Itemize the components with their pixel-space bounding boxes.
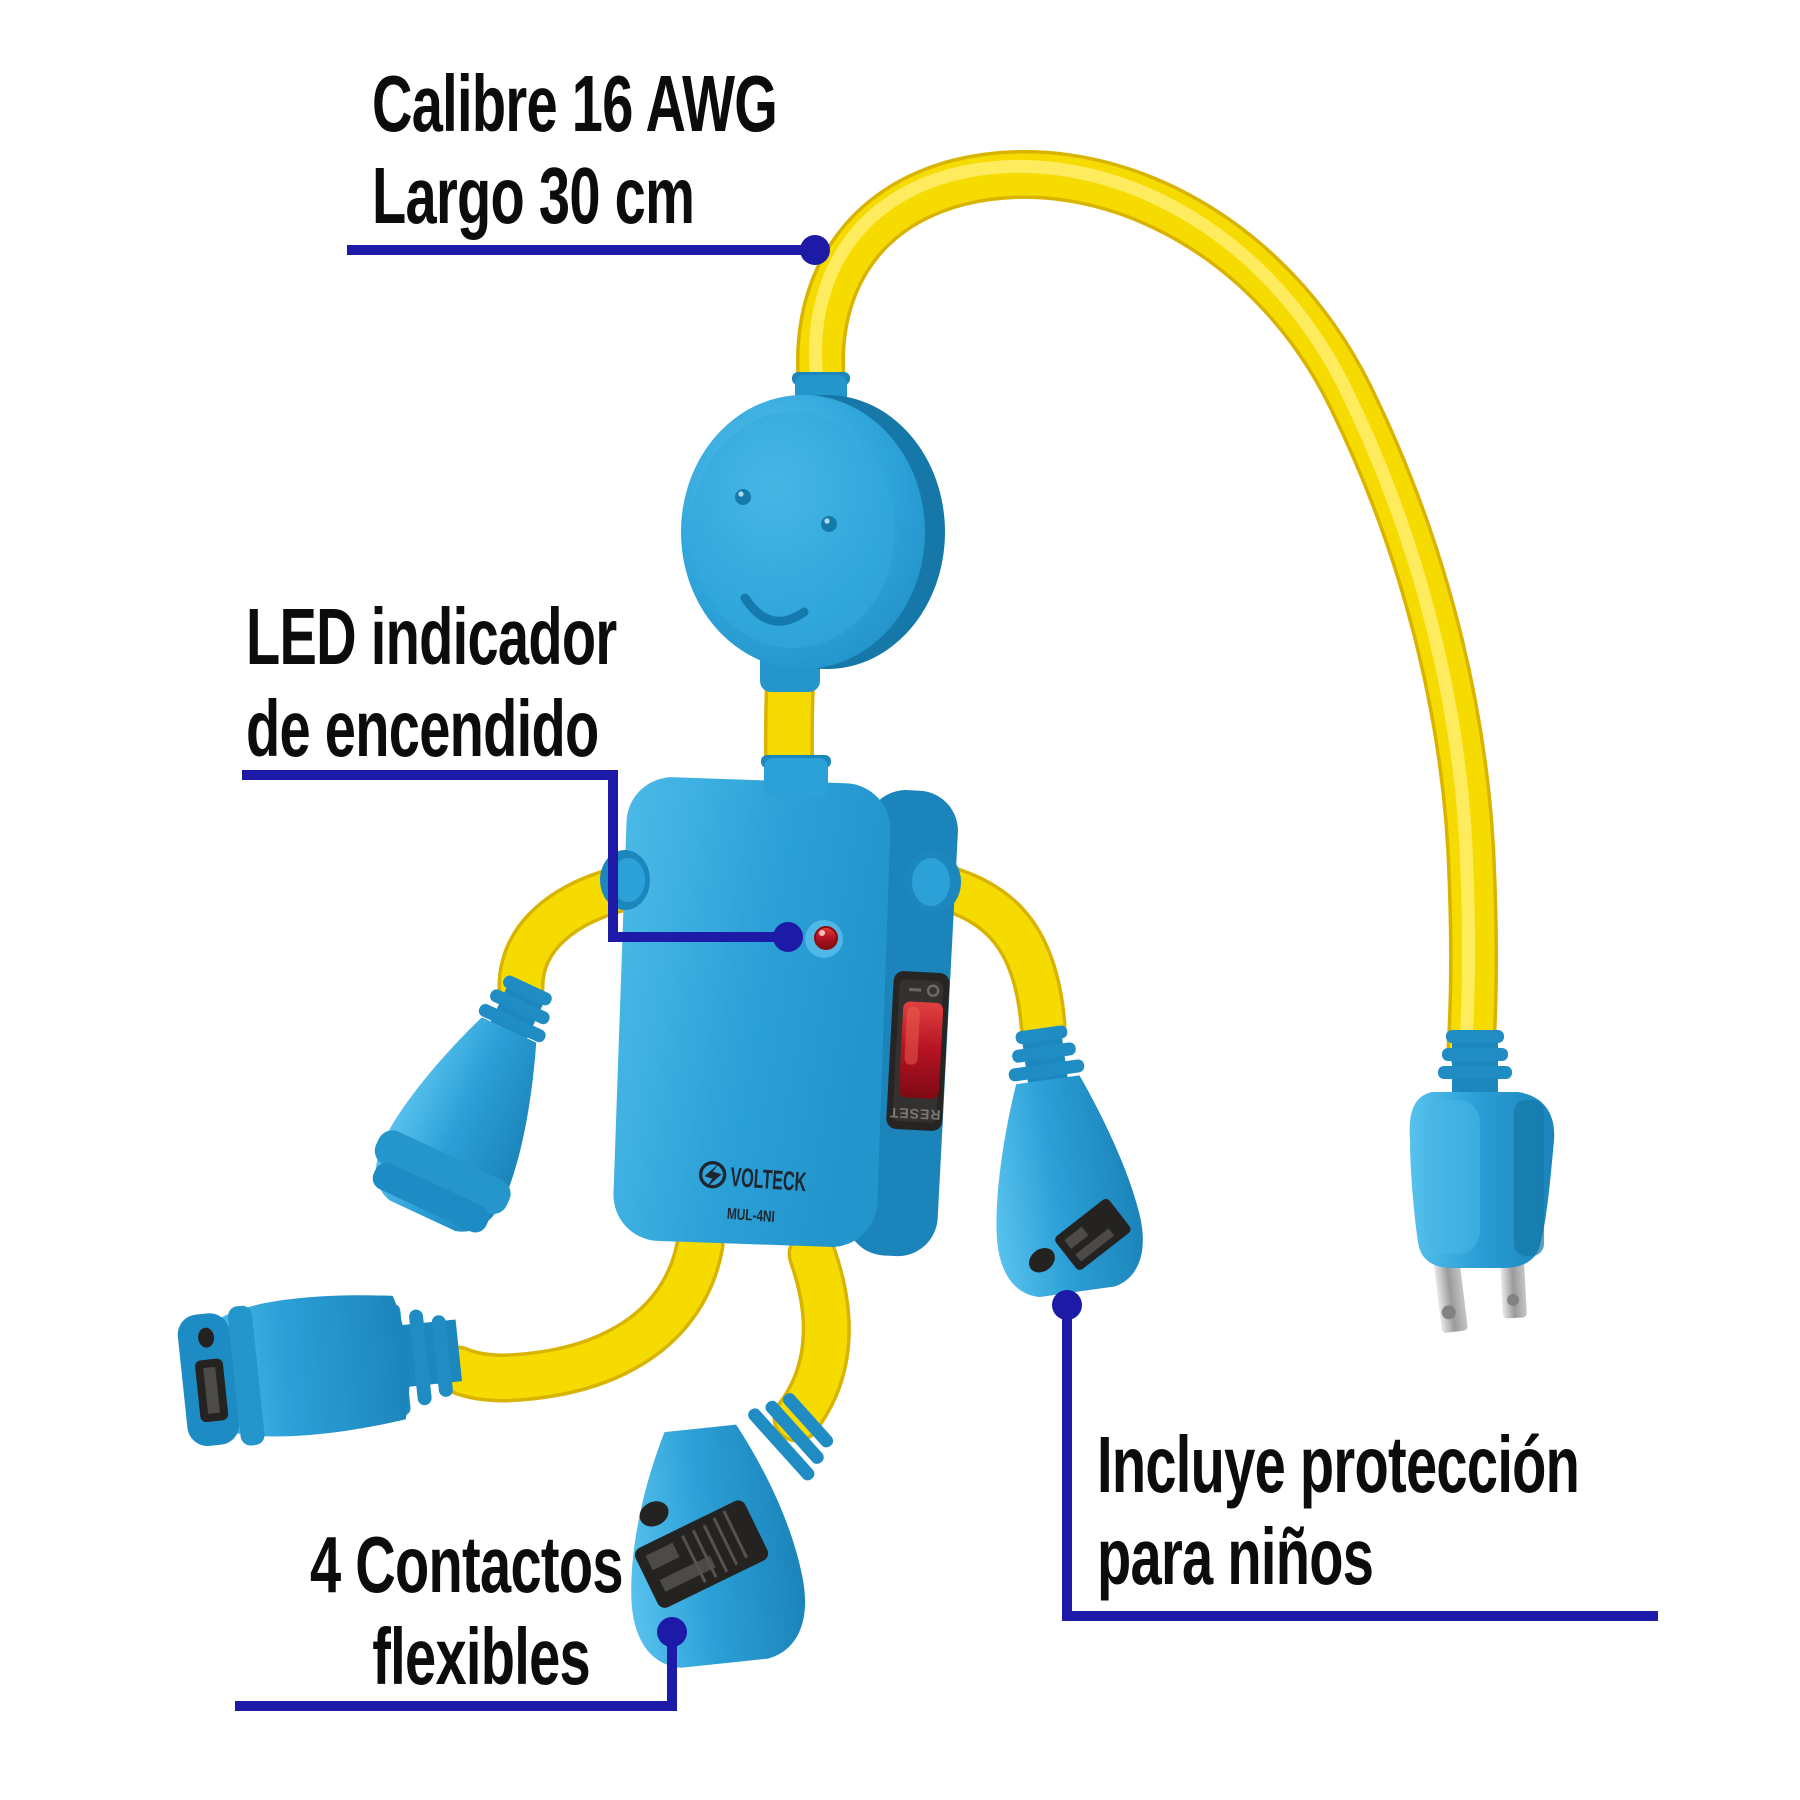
ground-hole <box>198 1327 215 1348</box>
callouts <box>235 235 1658 1711</box>
right-arm-cable <box>914 862 1067 1049</box>
callout-contacts-dot <box>657 1617 687 1647</box>
contacts-line2: flexibles <box>372 1612 591 1701</box>
plug-prong <box>1432 1249 1468 1333</box>
protection-line2: para niños <box>1097 1512 1374 1601</box>
switch-label: RESET <box>888 1105 940 1124</box>
outlet-right-leg <box>631 1393 834 1668</box>
outlet-left-arm <box>372 975 552 1233</box>
callout-gauge-dot <box>800 235 830 265</box>
bolt-icon <box>698 1160 727 1189</box>
smile <box>740 593 809 626</box>
led-line2: de encendido <box>246 684 599 773</box>
reset-switch: RESET <box>886 971 950 1131</box>
left-eye <box>735 489 751 505</box>
callout-protection-dot <box>1052 1290 1082 1320</box>
gauge-line1: Calibre 16 AWG <box>372 59 778 148</box>
model-number: MUL-4NI <box>726 1206 775 1226</box>
brand-logo: VOLTECK MUL-4NI <box>698 1160 808 1226</box>
right-eye <box>821 516 837 532</box>
callout-contacts-line <box>235 1632 677 1711</box>
power-symbol-icon <box>926 984 940 997</box>
power-led <box>814 926 838 950</box>
body-front-face <box>613 777 891 1247</box>
protection-line1: Incluye protección <box>1097 1420 1580 1509</box>
protection-annotation: Incluye protección para niños <box>1097 1419 1580 1603</box>
callout-protection-line <box>1062 1305 1658 1621</box>
callout-led-dot <box>773 922 803 952</box>
socket-slots <box>1055 1198 1131 1270</box>
right-leg-cable <box>772 1229 851 1443</box>
ground-hole <box>1028 1247 1055 1273</box>
contacts-annotation: 4 Contactos flexibles <box>310 1519 624 1703</box>
socket-face <box>1028 1198 1131 1273</box>
outlet-right-arm <box>996 1025 1143 1298</box>
gauge-line2: Largo 30 cm <box>372 151 695 240</box>
head <box>681 372 945 692</box>
gauge-annotation: Calibre 16 AWG Largo 30 cm <box>372 58 778 242</box>
top-power-cable <box>795 150 1499 1073</box>
outlet-left-leg <box>177 1295 463 1446</box>
led-line1: LED indicador <box>246 592 617 681</box>
callout-led-line <box>242 770 788 942</box>
body: RESET VOLTECK MUL-4NI <box>600 755 961 1257</box>
contacts-line1: 4 Contactos <box>310 1520 624 1609</box>
brand-name: VOLTECK <box>729 1162 807 1197</box>
socket-face <box>634 1500 769 1608</box>
left-leg-cable <box>433 1220 725 1403</box>
body-collar <box>764 758 828 798</box>
male-plug <box>1409 1030 1555 1333</box>
led-annotation: LED indicador de encendido <box>246 591 617 775</box>
ground-hole <box>639 1501 669 1527</box>
